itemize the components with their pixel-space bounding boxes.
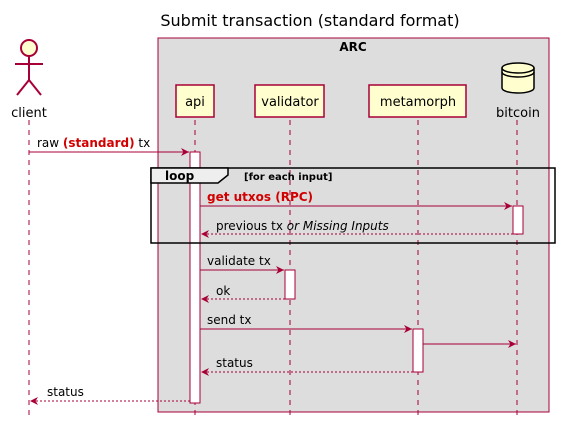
diagram-title: Submit transaction (standard format): [160, 11, 459, 30]
activation-validator: [284, 269, 296, 300]
actor-client: [15, 39, 43, 96]
message-get-utxos: get utxos (RPC): [207, 190, 313, 204]
activation-bitcoin: [512, 205, 524, 235]
activation-api: [189, 151, 201, 404]
message-ok: ok: [216, 284, 230, 298]
loop-keyword: loop: [165, 169, 195, 183]
actor-head-icon: [20, 39, 38, 57]
arc-box-label: ARC: [339, 40, 367, 54]
message-previous-tx: previous tx or Missing Inputs: [216, 219, 389, 233]
participant-label-api: api: [185, 95, 205, 110]
message-status-client: status: [47, 385, 84, 399]
message-validate-tx: validate tx: [207, 254, 271, 268]
arc-box: [157, 37, 550, 413]
activation-metamorph: [412, 328, 424, 373]
message-send-tx: send tx: [207, 313, 251, 327]
participant-label-metamorph: metamorph: [380, 95, 456, 110]
message-raw-standard-tx: raw (standard) tx: [37, 136, 150, 150]
participant-label-client: client: [11, 106, 47, 121]
participant-label-bitcoin: bitcoin: [496, 106, 540, 121]
loop-frame: loop [for each input]: [150, 167, 556, 244]
participant-api: [175, 84, 215, 118]
participant-validator: [254, 84, 325, 118]
database-bitcoin-icon: [501, 62, 535, 94]
message-status-api: status: [216, 356, 253, 370]
participant-label-validator: validator: [261, 95, 319, 110]
loop-condition: [for each input]: [244, 172, 332, 183]
participant-metamorph: [368, 84, 467, 118]
